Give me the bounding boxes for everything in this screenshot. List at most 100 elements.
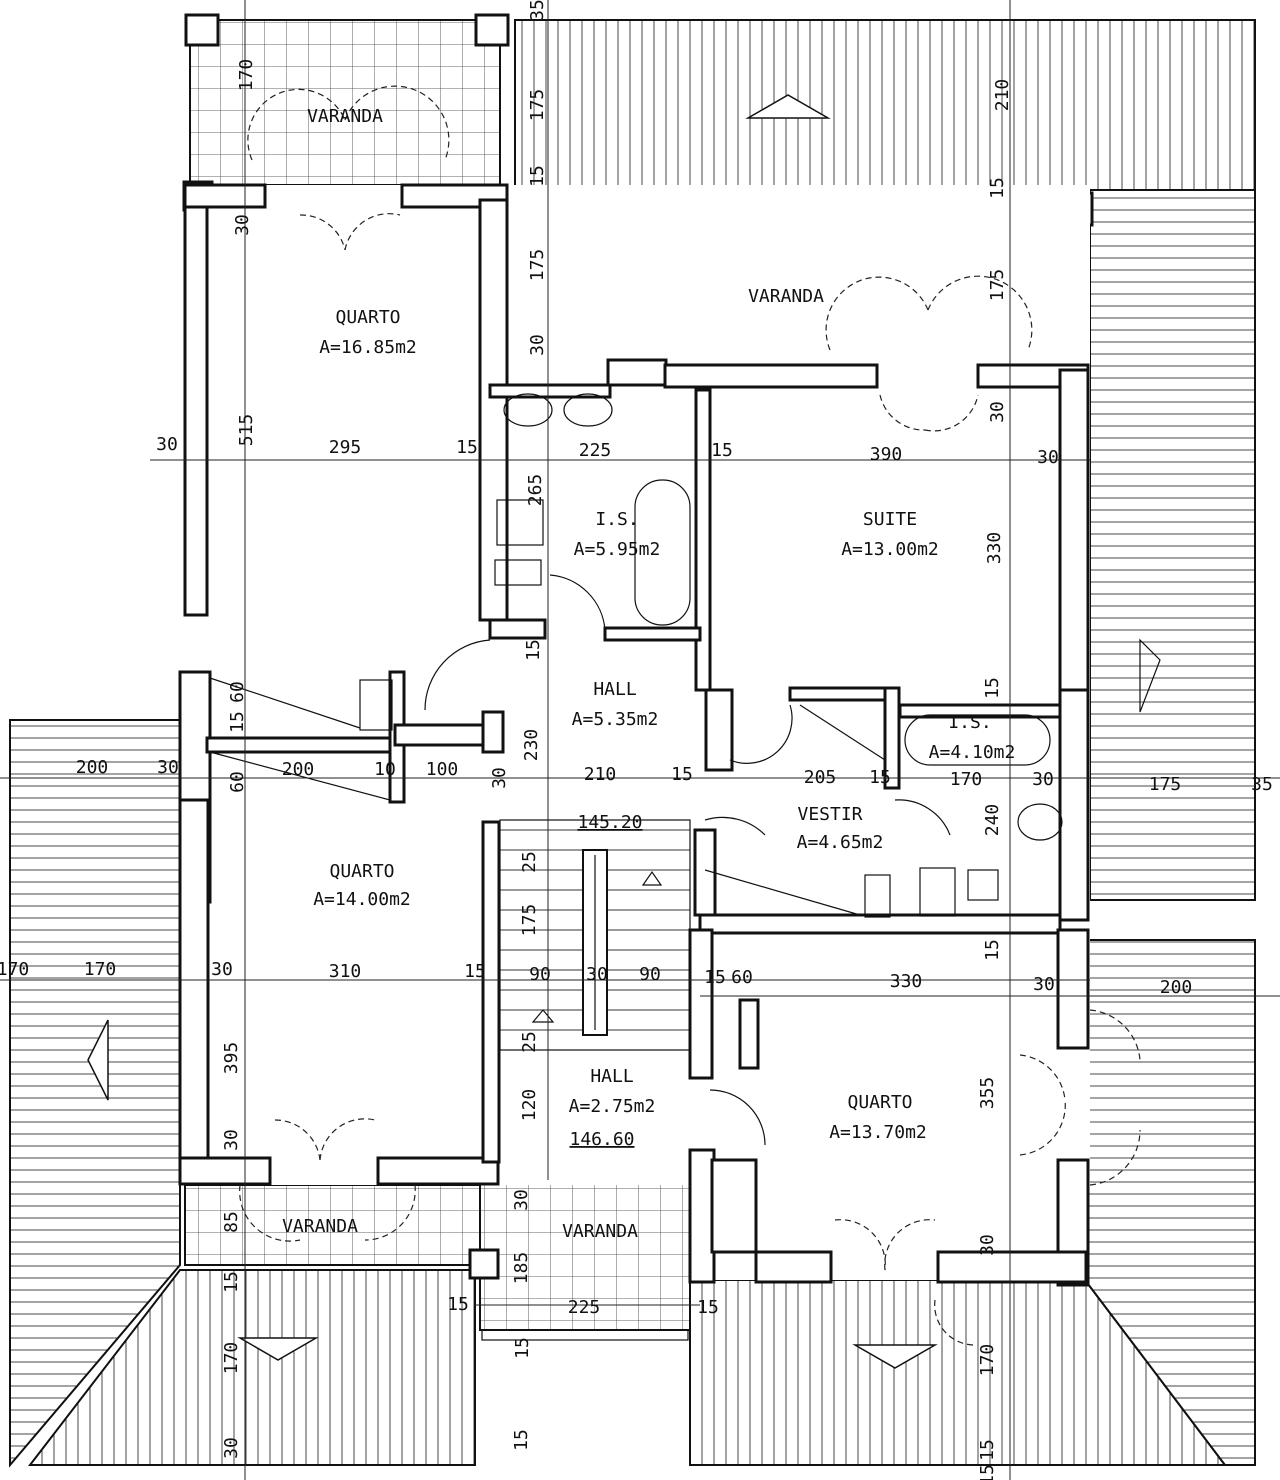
- room-name: VESTIR: [797, 804, 862, 825]
- dim-label: 30: [511, 1189, 532, 1211]
- dim-label: 35: [527, 0, 548, 21]
- dim-label: 210: [992, 79, 1013, 112]
- dimension-labels: 30 295 15 225 15 390 30 200 30 200 10 10…: [0, 434, 1273, 1318]
- dim-label: 60: [227, 681, 248, 703]
- dim-label: 15: [982, 939, 1003, 961]
- fixtures: [209, 393, 1063, 918]
- dim-label: 30: [221, 1129, 242, 1151]
- dim-label: 15: [447, 1294, 469, 1315]
- dim-label: 60: [731, 967, 753, 988]
- dim-label: 170: [236, 59, 257, 92]
- dim-label: 230: [521, 729, 542, 762]
- dim-label: 200: [1160, 977, 1193, 998]
- dim-label: 170: [977, 1344, 998, 1377]
- dim-label: 170: [221, 1342, 242, 1375]
- dim-label: 30: [232, 214, 253, 236]
- room-suite: SUITE A=13.00m2: [841, 509, 939, 560]
- dim-label: 30: [211, 959, 233, 980]
- dim-label: 25: [519, 1031, 540, 1053]
- dim-label: 90: [639, 964, 661, 985]
- dim-label: 15: [456, 437, 478, 458]
- dim-label: 15: [671, 764, 693, 785]
- dim-label: 295: [329, 437, 362, 458]
- dim-label: 330: [984, 532, 1005, 565]
- room-quarto-sw: QUARTO A=14.00m2: [313, 861, 411, 910]
- terrace-sw: [184, 1184, 481, 1266]
- dim-label: 265: [525, 474, 546, 507]
- varanda-label: VARANDA: [282, 1216, 358, 1237]
- dim-label: 10: [374, 759, 396, 780]
- room-area: A=14.00m2: [313, 889, 411, 910]
- dim-label: 30: [977, 1234, 998, 1256]
- dim-label: 15: [512, 1337, 533, 1359]
- dim-label: 170: [0, 959, 29, 980]
- dim-label: 15: [704, 967, 726, 988]
- dim-label: 175: [527, 89, 548, 122]
- dim-label: 200: [282, 759, 315, 780]
- room-area: A=4.65m2: [797, 832, 884, 853]
- level-mark: 146.60: [569, 1129, 634, 1150]
- room-area: A=13.00m2: [841, 539, 939, 560]
- roof-southeast: [689, 939, 1256, 1466]
- roof-north: [514, 19, 1256, 191]
- dim-label: 240: [982, 804, 1003, 837]
- dim-label: 15: [711, 440, 733, 461]
- dim-label: 15: [527, 165, 548, 187]
- dim-label: 30: [489, 767, 510, 789]
- dim-label: 15: [511, 1429, 532, 1451]
- dim-label: 15: [523, 639, 544, 661]
- dim-label: 395: [221, 1042, 242, 1075]
- dim-label: 60: [227, 771, 248, 793]
- dim-label: 30: [157, 757, 179, 778]
- dim-label: 35: [1251, 774, 1273, 795]
- dim-label: 170: [84, 959, 117, 980]
- room-area: A=13.70m2: [829, 1122, 927, 1143]
- dim-label: 15: [464, 961, 486, 982]
- dim-label: 310: [329, 961, 362, 982]
- room-name: SUITE: [863, 509, 917, 530]
- room-name: I.S.: [948, 712, 991, 733]
- room-area: A=5.35m2: [572, 709, 659, 730]
- varanda-label: VARANDA: [562, 1221, 638, 1242]
- doors: [239, 85, 1141, 1346]
- dim-label: 15: [221, 1271, 242, 1293]
- dim-label: 185: [511, 1252, 532, 1285]
- dim-label: 210: [584, 764, 617, 785]
- room-quarto-se: QUARTO A=13.70m2: [829, 1092, 927, 1143]
- dim-label: 15: [697, 1297, 719, 1318]
- dim-label: 175: [987, 269, 1008, 302]
- terrace-nw: [189, 19, 501, 186]
- dim-label: 30: [987, 401, 1008, 423]
- room-area: A=16.85m2: [319, 337, 417, 358]
- roof-southwest: [27, 1269, 476, 1466]
- dim-label: 205: [804, 767, 837, 788]
- dim-label: 15: [977, 1439, 998, 1461]
- dim-label: 25: [519, 851, 540, 873]
- dim-label: 30: [221, 1437, 242, 1459]
- room-area: A=4.10m2: [929, 742, 1016, 763]
- room-name: HALL: [590, 1066, 634, 1087]
- dim-label: 90: [529, 964, 551, 985]
- dim-label: 15: [977, 1464, 998, 1480]
- room-hall-1: HALL A=5.35m2 145.20: [572, 679, 659, 833]
- dim-label: 100: [426, 759, 459, 780]
- dim-label: 15: [982, 677, 1003, 699]
- dim-label: 355: [977, 1077, 998, 1110]
- room-is-small: I.S. A=4.10m2: [929, 712, 1016, 763]
- room-hall-2: HALL A=2.75m2 146.60: [569, 1066, 656, 1150]
- room-name: QUARTO: [329, 861, 394, 882]
- terrace-s: [479, 1164, 691, 1331]
- room-quarto-nw: QUARTO A=16.85m2: [319, 307, 417, 358]
- room-name: QUARTO: [847, 1092, 912, 1113]
- dim-label: 170: [950, 769, 983, 790]
- dim-label: 175: [1149, 774, 1182, 795]
- room-is-main: I.S. A=5.95m2: [574, 509, 661, 560]
- dim-label: 120: [519, 1089, 540, 1122]
- dim-label: 15: [987, 177, 1008, 199]
- dim-label: 15: [227, 711, 248, 733]
- dim-label: 30: [1037, 447, 1059, 468]
- dim-label: 30: [156, 434, 178, 455]
- room-vestir: VESTIR A=4.65m2: [797, 804, 884, 853]
